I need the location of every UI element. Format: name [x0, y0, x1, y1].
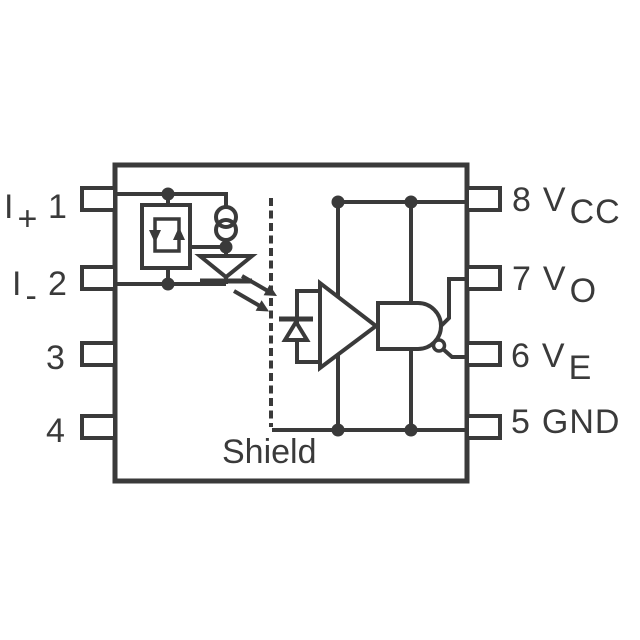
ve-wire: [442, 348, 467, 359]
current-source-icon: [214, 205, 238, 242]
pin4-number-label: 4: [46, 412, 65, 450]
shield-label: Shield: [222, 433, 317, 471]
pin2-name: I: [12, 265, 23, 303]
vo-wire: [439, 277, 467, 328]
output-gate-icon: [376, 301, 447, 353]
pin1-name: I: [4, 188, 15, 226]
pin-box-1: [80, 186, 117, 212]
light-arrows-icon: [232, 274, 277, 312]
pin1-number-label: 1: [48, 188, 67, 226]
pin2-name-label: I-: [12, 265, 38, 313]
junction-dots: [161, 187, 418, 437]
pin7-subscript: O: [569, 272, 598, 310]
pin8-name: V: [542, 181, 567, 219]
photodiode-icon: [279, 316, 313, 342]
pin-box-8: [465, 186, 502, 212]
pin3-number-label: 3: [46, 339, 65, 377]
pin-box-6: [465, 341, 502, 367]
pin8-number: 8: [512, 181, 531, 219]
pin5-label: 5 GND: [511, 405, 623, 439]
pin6-number: 6: [511, 337, 530, 375]
pin-box-7: [465, 265, 502, 291]
pin6-name: V: [541, 337, 566, 375]
pin5-number: 5: [511, 403, 530, 441]
pin1-name-label: I+: [4, 188, 38, 236]
pin1-wire: [115, 192, 228, 207]
led-icon: [194, 254, 258, 284]
pin2-subscript: -: [25, 277, 38, 315]
current-mirror-icon: [140, 203, 192, 270]
pin7-name: V: [542, 260, 567, 298]
amplifier-icon: [318, 278, 380, 372]
pin-box-5: [465, 414, 502, 440]
pin6-subscript: E: [568, 349, 593, 387]
pin5-name: GND: [541, 403, 621, 441]
ic-body-outline: [112, 162, 470, 484]
pin8-subscript: CC: [569, 193, 621, 231]
pin-box-3: [80, 341, 117, 367]
pin-box-2: [80, 265, 117, 291]
pin-box-4: [80, 414, 117, 440]
pin2-number-label: 2: [48, 265, 67, 303]
pin1-subscript: +: [17, 200, 39, 238]
enable-bubble-icon: [431, 338, 447, 353]
pin7-number: 7: [512, 260, 531, 298]
